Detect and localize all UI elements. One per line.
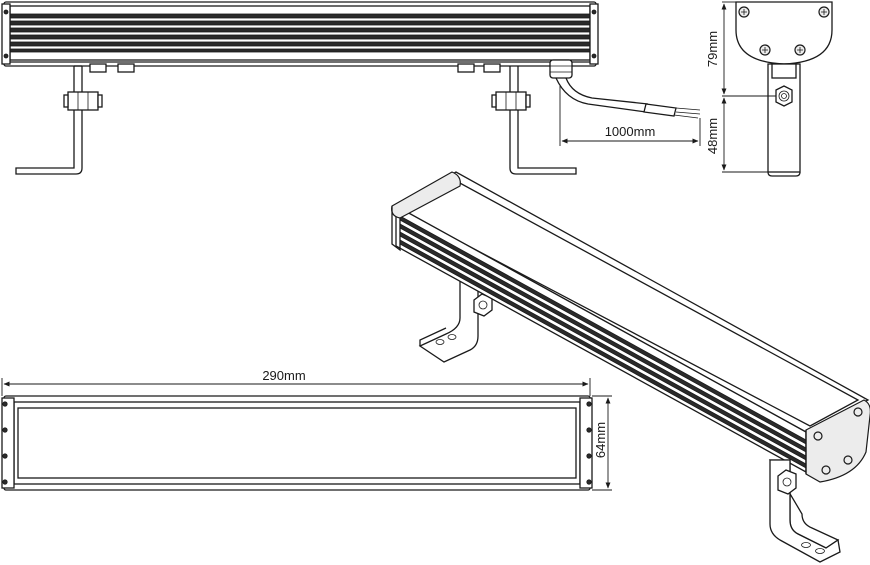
length-dimension: 290mm: [1, 368, 591, 396]
width-dimension: 64mm: [592, 395, 612, 491]
cable-length-dimension: 1000mm: [559, 86, 701, 146]
end-height-label: 79mm: [705, 31, 720, 67]
width-label: 64mm: [593, 422, 608, 458]
height-dimensions: 79mm 48mm: [705, 1, 776, 173]
bolt-left: [63, 91, 103, 111]
bracket-height-label: 48mm: [705, 118, 720, 154]
bolt-right: [491, 91, 531, 111]
iso-fins: [399, 215, 807, 469]
cable: [555, 77, 701, 119]
side-view: [735, 1, 833, 177]
isometric-view: [391, 171, 870, 563]
front-view: [1, 1, 599, 175]
length-label: 290mm: [262, 368, 305, 383]
cable-length-label: 1000mm: [605, 124, 656, 139]
top-view: [1, 395, 593, 491]
